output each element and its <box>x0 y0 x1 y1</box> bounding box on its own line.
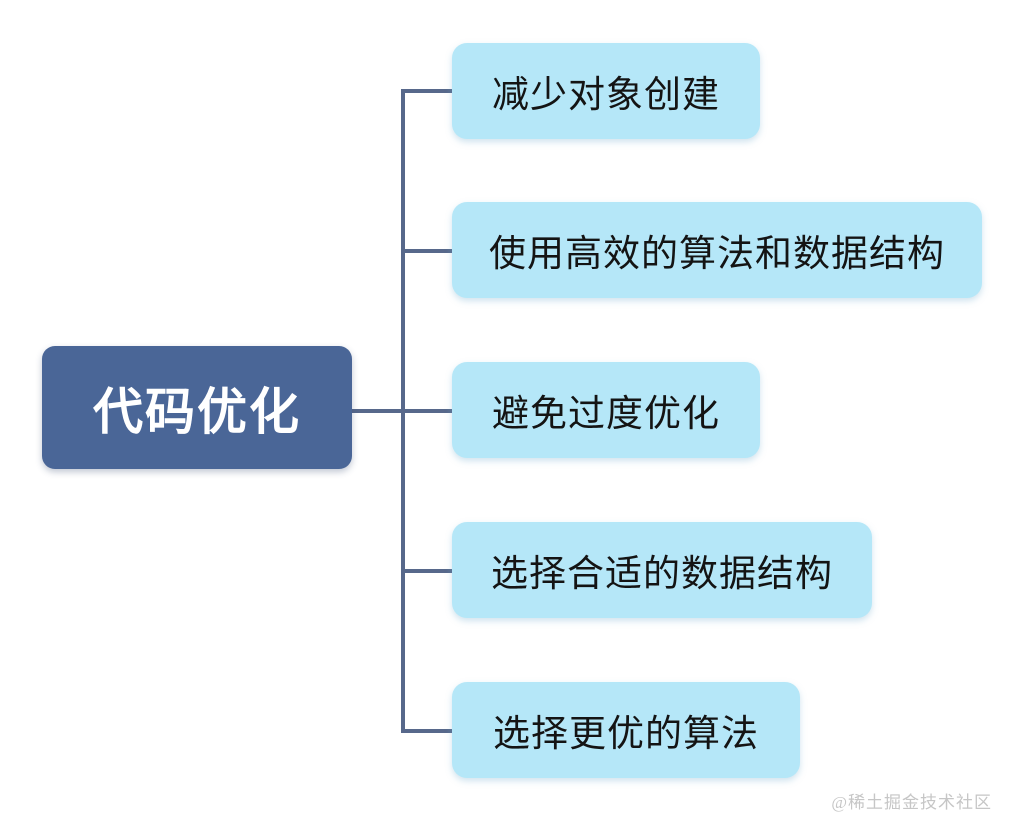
child-node-label: 选择更优的算法 <box>493 714 759 755</box>
child-node-reduce-object-creation[interactable]: 减少对象创建 <box>452 43 760 139</box>
connector-branch-3 <box>401 409 452 413</box>
child-node-label: 选择合适的数据结构 <box>491 554 833 595</box>
watermark: @稀土掘金技术社区 <box>831 793 992 812</box>
root-node-label: 代码优化 <box>93 383 301 440</box>
child-node-efficient-algorithms[interactable]: 使用高效的算法和数据结构 <box>452 202 982 298</box>
child-node-label: 使用高效的算法和数据结构 <box>489 234 945 275</box>
connector-branch-1 <box>401 89 452 93</box>
root-node[interactable]: 代码优化 <box>42 346 352 469</box>
child-node-better-algorithm[interactable]: 选择更优的算法 <box>452 682 800 778</box>
child-node-suitable-data-structure[interactable]: 选择合适的数据结构 <box>452 522 872 618</box>
connector-branch-4 <box>401 569 452 573</box>
connector-branch-2 <box>401 249 452 253</box>
child-node-label: 减少对象创建 <box>492 75 720 116</box>
connector-branch-5 <box>401 729 452 733</box>
child-node-avoid-over-optimization[interactable]: 避免过度优化 <box>452 362 760 458</box>
connector-root-link <box>352 409 402 413</box>
child-node-label: 避免过度优化 <box>492 394 720 435</box>
